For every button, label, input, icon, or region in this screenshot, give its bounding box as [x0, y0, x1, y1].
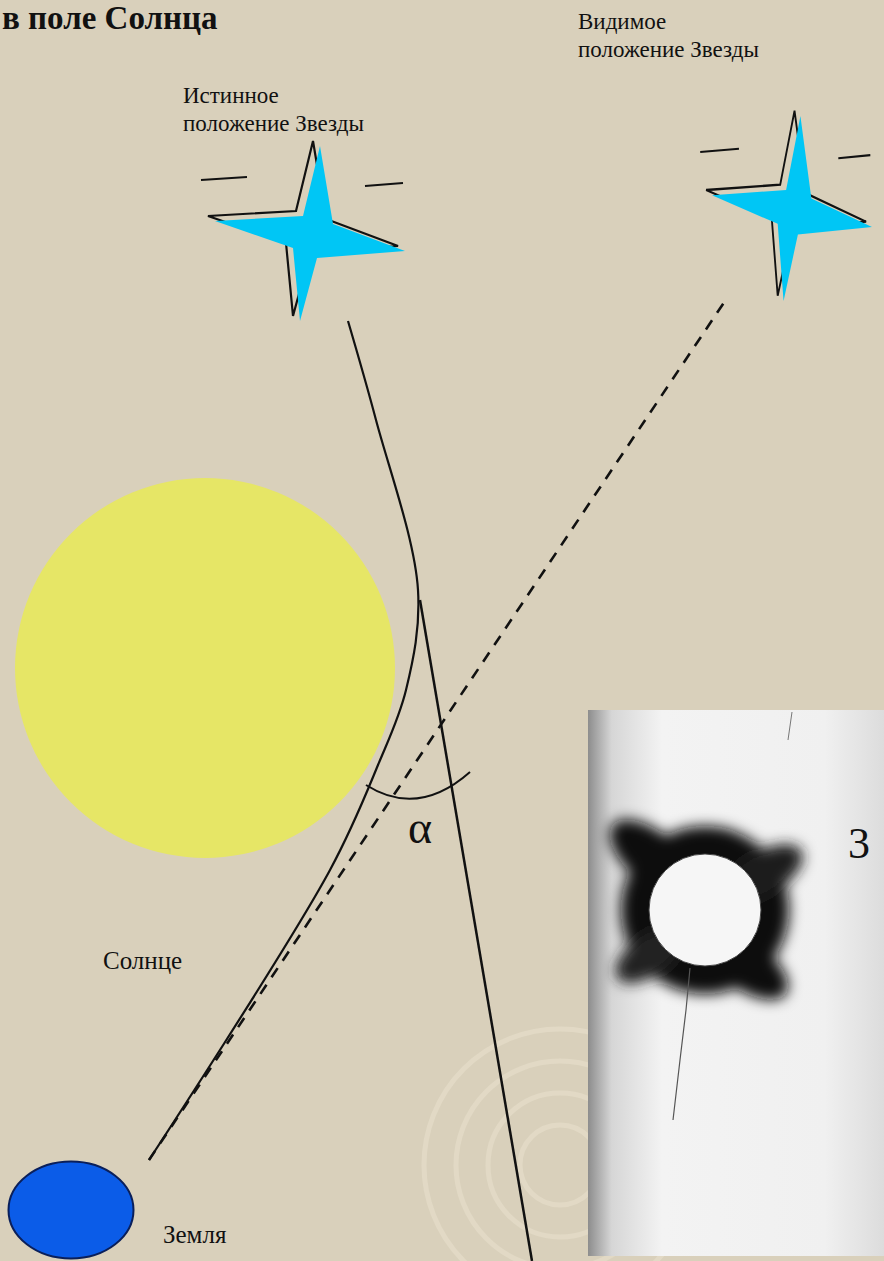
- earth: Земля: [7, 1160, 227, 1260]
- label-box: α: [408, 805, 432, 851]
- title-box: в поле Солнца: [2, 0, 218, 38]
- label-box: 3: [848, 822, 870, 866]
- apparent-star: Видимое положение Звезды: [578, 8, 872, 301]
- node-label: Видимое положение Звезды: [578, 8, 766, 63]
- straight-ray: [420, 600, 532, 1261]
- angle-label: α: [408, 805, 432, 851]
- title: в поле Солнца: [2, 0, 218, 38]
- earth-disk: [7, 1160, 135, 1260]
- true-star: Истинное положение Звезды: [183, 82, 405, 321]
- angle-arc: [366, 772, 470, 799]
- eclipse-photo: [588, 710, 884, 1256]
- figure-number: 3: [848, 822, 870, 866]
- node-label: Солнце: [103, 946, 182, 976]
- star-symbol: [712, 116, 872, 301]
- sun: Солнце: [15, 478, 395, 976]
- star-symbol: [215, 146, 405, 321]
- node-label: Истинное положение Звезды: [183, 82, 371, 137]
- node-label: Земля: [163, 1220, 226, 1250]
- sun-disk: [15, 478, 395, 858]
